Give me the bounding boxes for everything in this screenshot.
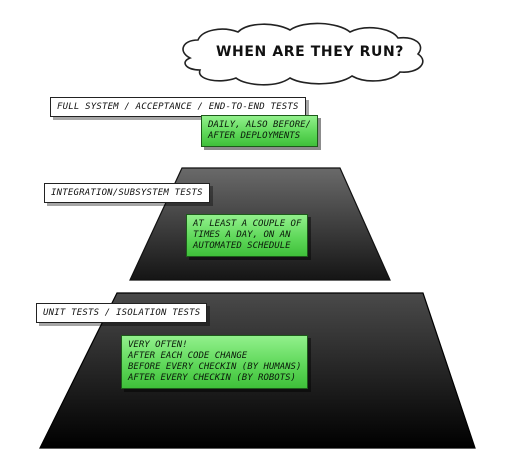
tier-1-frequency-note: DAILY, ALSO BEFORE/ AFTER DEPLOYMENTS <box>201 115 318 147</box>
note-line: AFTER DEPLOYMENTS <box>208 131 301 141</box>
tier-1-label: FULL SYSTEM / ACCEPTANCE / END-TO-END TE… <box>50 97 306 117</box>
tier-3-frequency-note: VERY OFTEN! AFTER EACH CODE CHANGE BEFOR… <box>121 335 309 389</box>
note-line: BEFORE EVERY CHECKIN (BY HUMANS) <box>128 362 302 372</box>
note-line: AT LEAST A COUPLE OF <box>193 219 302 229</box>
tier-3-label: UNIT TESTS / ISOLATION TESTS <box>36 303 208 323</box>
note-line: AFTER EVERY CHECKIN (BY ROBOTS) <box>128 373 296 383</box>
note-line: TIMES A DAY, ON AN <box>193 230 291 240</box>
note-line: AFTER EACH CODE CHANGE <box>128 351 248 361</box>
note-line: DAILY, ALSO BEFORE/ <box>208 120 311 130</box>
note-line: VERY OFTEN! <box>128 340 188 350</box>
cloud-shape <box>182 22 424 86</box>
tier-2-frequency-note: AT LEAST A COUPLE OF TIMES A DAY, ON AN … <box>186 214 309 257</box>
cloud-label: WHEN ARE THEY RUN? <box>216 44 404 60</box>
tier-2-label: INTEGRATION/SUBSYSTEM TESTS <box>44 183 210 203</box>
note-line: AUTOMATED SCHEDULE <box>193 241 291 251</box>
